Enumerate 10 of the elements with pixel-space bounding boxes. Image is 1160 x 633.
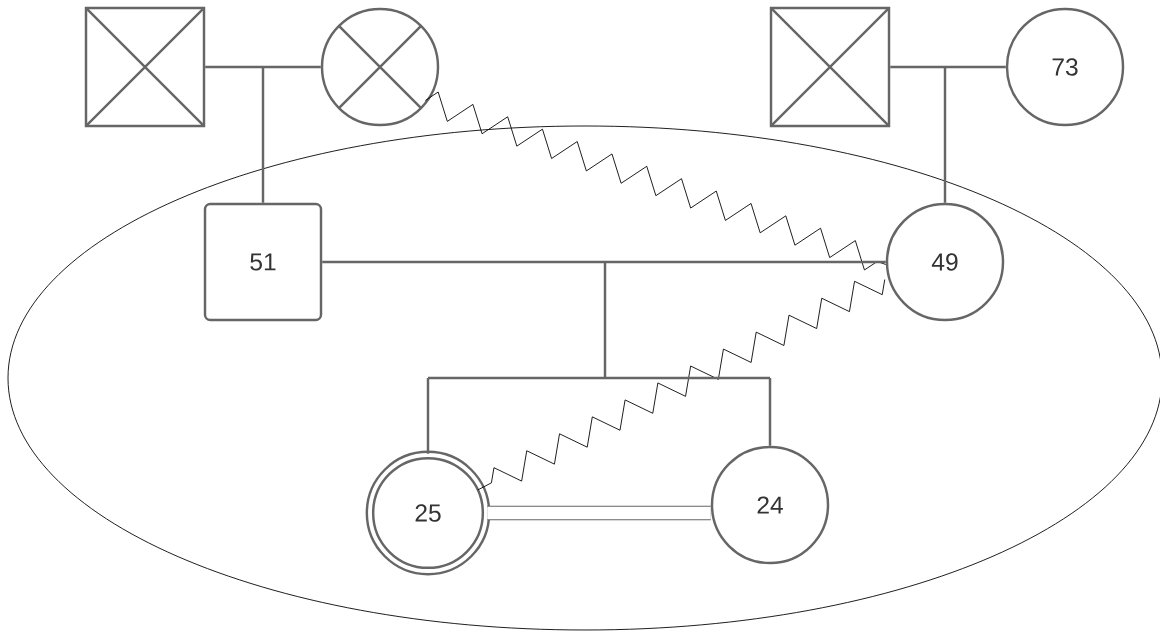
deceased-female-circle xyxy=(320,7,440,127)
family-line xyxy=(321,260,887,455)
double-line xyxy=(487,505,711,521)
family-line xyxy=(889,65,1007,204)
deceased-male-square xyxy=(84,6,206,128)
male-square: 51 xyxy=(203,202,323,322)
zigzag-line xyxy=(424,91,887,271)
family-line xyxy=(204,65,322,204)
deceased-male-square xyxy=(769,6,891,128)
zigzag-line xyxy=(477,279,886,491)
